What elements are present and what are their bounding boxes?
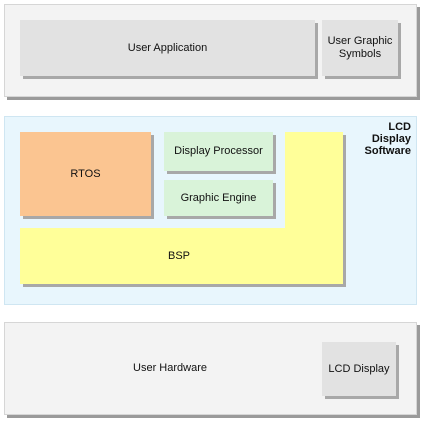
display-processor-label: Display Processor <box>174 145 263 157</box>
display-processor-box: Display Processor <box>164 132 273 171</box>
bsp-fill <box>20 132 343 284</box>
title-line-display: Display <box>371 133 411 145</box>
rtos-box: RTOS <box>20 132 151 216</box>
lcd-display-box: LCD Display <box>322 342 396 396</box>
user-application-box: User Application <box>20 20 315 76</box>
lcd-display-software-title: LCD Display Software <box>340 121 411 157</box>
user-graphic-symbols-box: User Graphic Symbols <box>322 20 398 76</box>
user-application-label: User Application <box>127 41 208 54</box>
bsp-label: BSP <box>167 250 190 262</box>
bsp-label-box: BSP <box>20 228 338 284</box>
title-line-software: Software <box>364 145 411 157</box>
graphic-engine-box: Graphic Engine <box>164 180 273 216</box>
lcd-display-label: LCD Display <box>328 362 390 375</box>
user-hardware-label: User Hardware <box>133 362 207 374</box>
rtos-label: RTOS <box>70 167 101 180</box>
title-line-lcd: LCD <box>388 121 411 133</box>
graphic-engine-label: Graphic Engine <box>180 191 257 204</box>
user-hardware-text-box: User Hardware <box>20 340 320 396</box>
user-graphic-symbols-label: User Graphic Symbols <box>327 35 393 60</box>
